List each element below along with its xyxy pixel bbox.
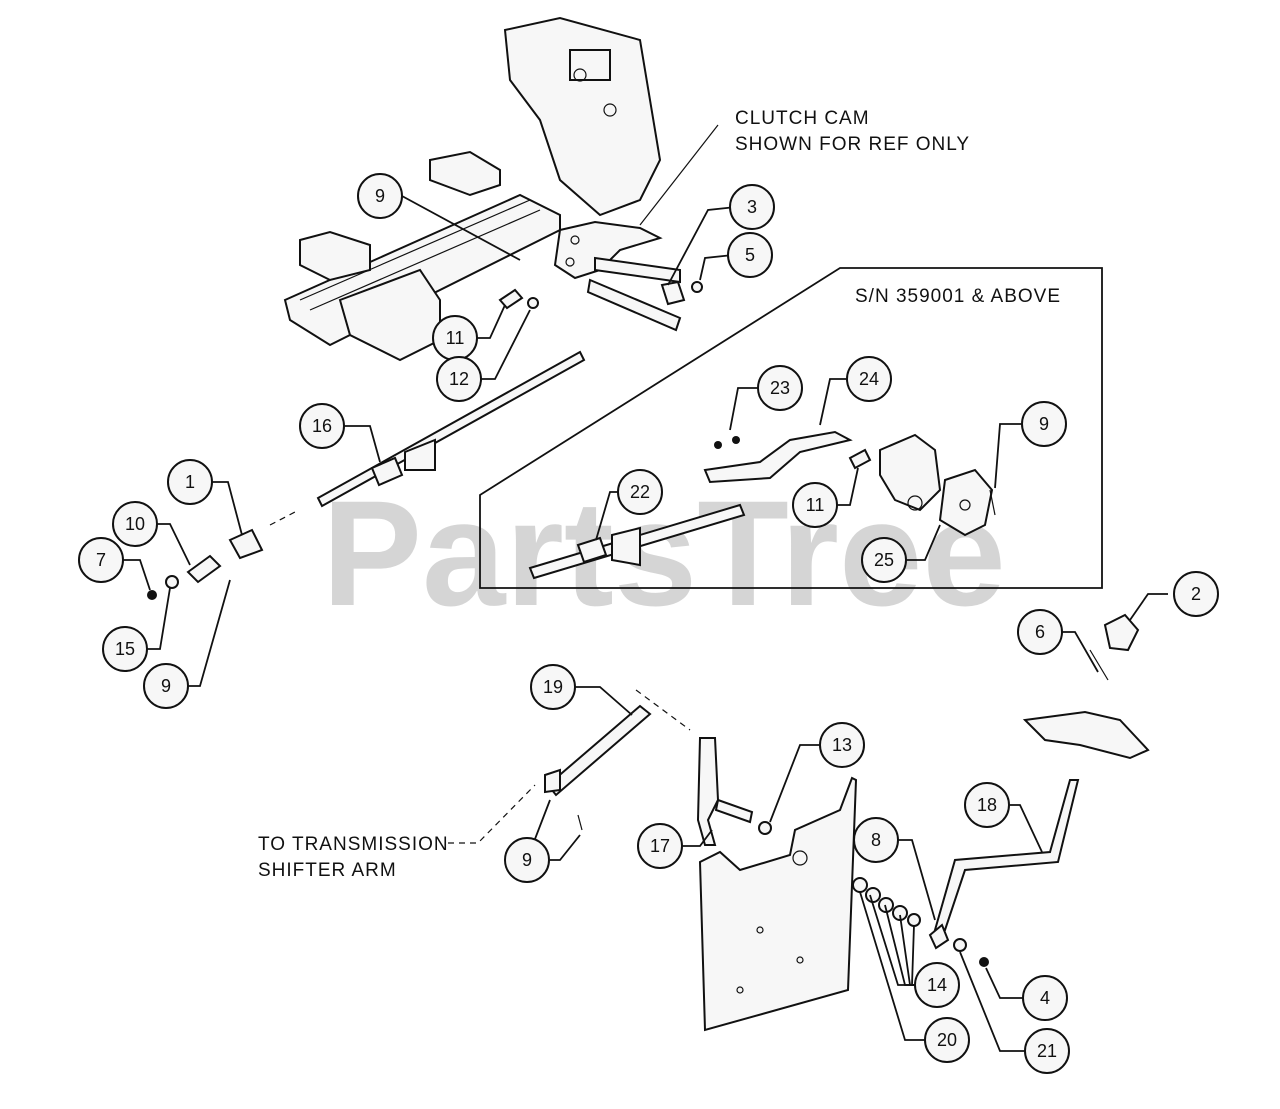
- callout-14: 14: [914, 962, 960, 1008]
- callout-9: 9: [143, 663, 189, 709]
- callout-11: 11: [792, 482, 838, 528]
- callout-9: 9: [1021, 401, 1067, 447]
- washer-part-15: [165, 575, 179, 589]
- svg-text:16: 16: [312, 416, 332, 436]
- svg-text:9: 9: [375, 186, 385, 206]
- svg-text:23: 23: [770, 378, 790, 398]
- svg-text:18: 18: [977, 795, 997, 815]
- part-12: [527, 297, 539, 309]
- svg-text:13: 13: [832, 735, 852, 755]
- callout-18: 18: [964, 782, 1010, 828]
- callout-12: 12: [436, 356, 482, 402]
- callout-19: 19: [530, 664, 576, 710]
- callout-11: 11: [432, 315, 478, 361]
- callout-1: 1: [167, 459, 213, 505]
- svg-text:24: 24: [859, 369, 879, 389]
- svg-text:11: 11: [806, 495, 825, 515]
- callout-25: 25: [861, 537, 907, 583]
- svg-text:12: 12: [449, 369, 469, 389]
- callout-16: 16: [299, 403, 345, 449]
- part-6: [1089, 649, 1109, 681]
- svg-text:10: 10: [125, 514, 145, 534]
- part-11: [498, 288, 524, 310]
- callout-22: 22: [617, 469, 663, 515]
- svg-text:8: 8: [871, 830, 881, 850]
- rod-part-19: [546, 704, 652, 797]
- clutch-cam-label: CLUTCH CAM: [735, 108, 870, 129]
- callout-5: 5: [727, 232, 773, 278]
- washers-part-14: [852, 877, 921, 927]
- transmission-label: TO TRANSMISSION: [258, 834, 449, 855]
- callout-9: 9: [357, 173, 403, 219]
- serial-number-note: S/N 359001 & ABOVE: [855, 286, 1061, 307]
- callout-20: 20: [924, 1017, 970, 1063]
- transmission-note: SHIFTER ARM: [258, 860, 397, 881]
- callout-7: 7: [78, 537, 124, 583]
- part-2: [1103, 613, 1140, 652]
- part-5: [691, 281, 703, 293]
- part-8: [928, 923, 950, 950]
- svg-text:1: 1: [185, 472, 195, 492]
- callout-23: 23: [757, 365, 803, 411]
- callout-10: 10: [112, 501, 158, 547]
- callout-6: 6: [1017, 609, 1063, 655]
- svg-text:3: 3: [747, 197, 757, 217]
- svg-text:2: 2: [1191, 584, 1201, 604]
- callout-13: 13: [819, 722, 865, 768]
- part-13: [758, 821, 772, 835]
- callout-17: 17: [637, 823, 683, 869]
- svg-text:9: 9: [1039, 414, 1049, 434]
- pedal-pad: [1022, 710, 1150, 760]
- part-3: [660, 280, 686, 306]
- part-1: [228, 528, 264, 560]
- svg-text:9: 9: [161, 676, 171, 696]
- svg-text:22: 22: [630, 482, 650, 502]
- svg-text:21: 21: [1037, 1041, 1057, 1061]
- serial-inset: [479, 267, 1103, 589]
- part-4: [979, 957, 989, 967]
- spring-part-10: [186, 554, 222, 584]
- callout-8: 8: [853, 817, 899, 863]
- svg-text:14: 14: [927, 975, 947, 995]
- part-7: [147, 590, 157, 600]
- callout-9: 9: [504, 837, 550, 883]
- clutch-cam-note: SHOWN FOR REF ONLY: [735, 134, 970, 155]
- svg-text:20: 20: [937, 1030, 957, 1050]
- callout-24: 24: [846, 356, 892, 402]
- callout-4: 4: [1022, 975, 1068, 1021]
- svg-text:9: 9: [522, 850, 532, 870]
- svg-text:11: 11: [446, 328, 465, 348]
- svg-text:17: 17: [650, 836, 670, 856]
- svg-text:15: 15: [115, 639, 135, 659]
- callouts: 9 3 5 11 12 16 1 10 7 15 9 23 24 9 11 22…: [78, 173, 1219, 1074]
- svg-text:25: 25: [874, 550, 894, 570]
- shift-rod: [316, 350, 586, 508]
- svg-text:19: 19: [543, 677, 563, 697]
- callout-15: 15: [102, 626, 148, 672]
- mounting-plate: [698, 776, 858, 1032]
- svg-text:7: 7: [96, 550, 106, 570]
- lever-part-17: [696, 737, 720, 846]
- callout-21: 21: [1024, 1028, 1070, 1074]
- callout-2: 2: [1173, 571, 1219, 617]
- frame-assembly: [283, 16, 662, 362]
- part-21: [953, 938, 967, 952]
- svg-text:4: 4: [1040, 988, 1050, 1008]
- svg-text:5: 5: [745, 245, 755, 265]
- callout-3: 3: [729, 184, 775, 230]
- clutch-cam: [553, 220, 682, 332]
- svg-text:6: 6: [1035, 622, 1045, 642]
